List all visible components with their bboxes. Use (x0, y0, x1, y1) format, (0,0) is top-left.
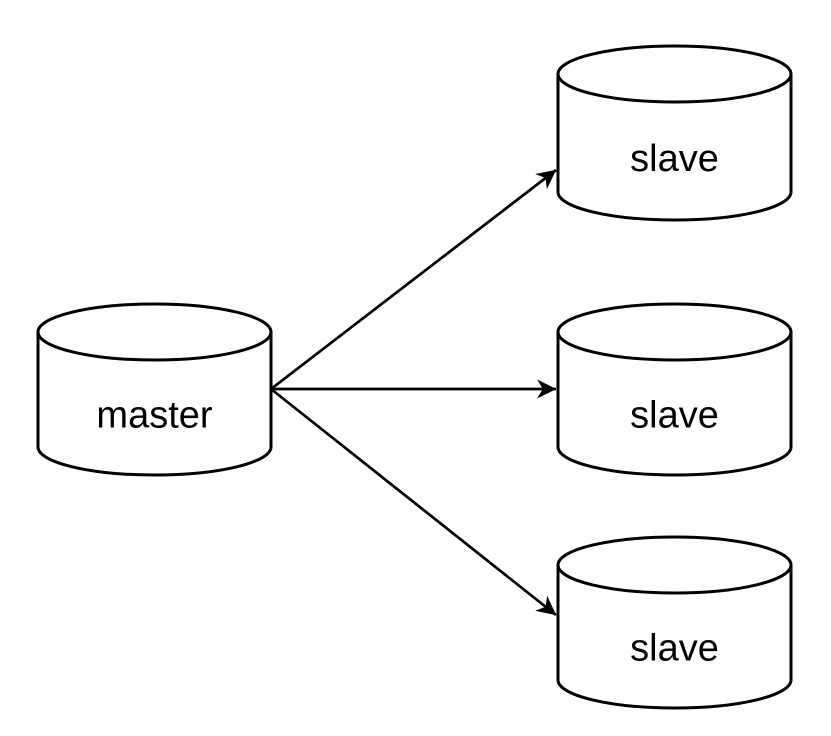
cylinder-lid (556, 302, 793, 362)
node-label-slave-3: slave (630, 628, 719, 670)
db-node-slave-3: slave (556, 535, 793, 710)
node-label-master: master (96, 395, 212, 437)
db-node-master: master (36, 302, 273, 477)
replication-arrow-master-to-slave-1 (270, 168, 557, 391)
edges-layer (270, 168, 557, 617)
cylinder-lid (556, 44, 793, 104)
cylinder-lid (556, 535, 793, 595)
cylinder-body (556, 565, 793, 710)
db-node-slave-1: slave (556, 44, 793, 222)
cylinder-body (556, 74, 793, 222)
cylinder-lid (36, 302, 273, 362)
node-label-slave-2: slave (630, 395, 719, 437)
cylinder-body (556, 332, 793, 477)
cylinder-body (36, 332, 273, 477)
db-node-slave-2: slave (556, 302, 793, 477)
node-label-slave-1: slave (630, 138, 719, 180)
nodes-layer: master slave slave slave (36, 44, 793, 710)
replication-arrow-master-to-slave-3 (270, 387, 557, 617)
